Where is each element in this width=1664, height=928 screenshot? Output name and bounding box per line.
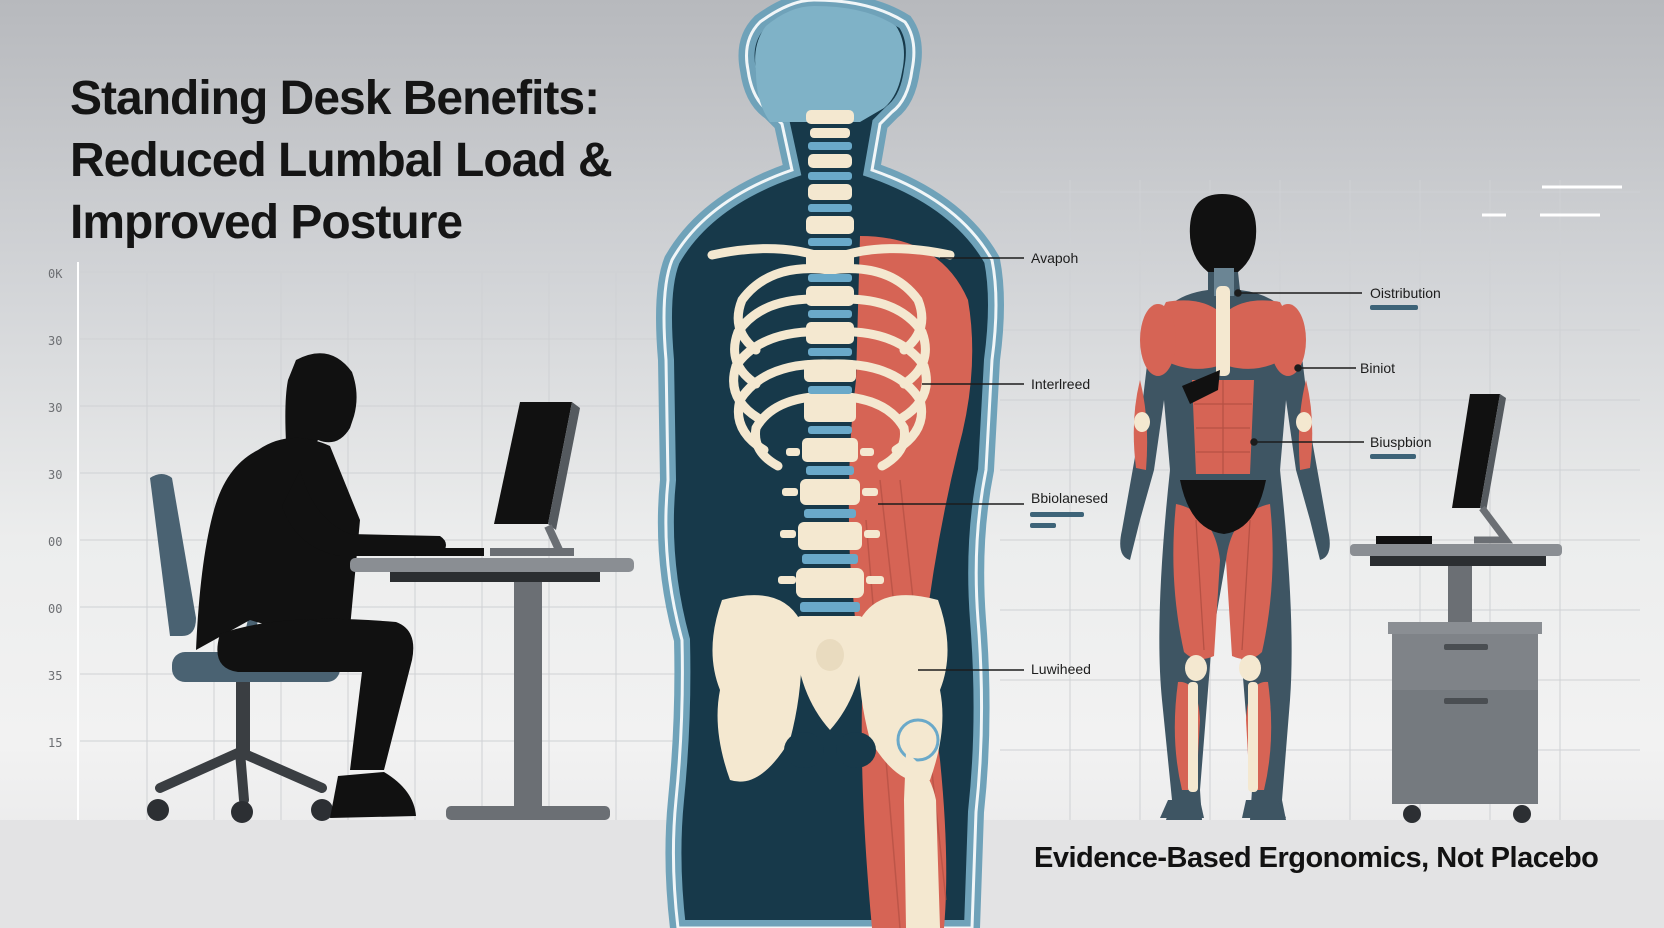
axis-tick: 30: [48, 401, 63, 415]
spine-callout-label: Avapoh: [1031, 250, 1079, 266]
body-callout-bars: [1370, 305, 1418, 459]
standing-desk-icon: [1350, 394, 1562, 823]
axis-tick: 15: [48, 736, 63, 750]
spine-callout-label: Bbiolanesed: [1031, 490, 1109, 506]
axis-tick: 30: [48, 468, 63, 482]
body-callout-label: Biniot: [1360, 360, 1396, 376]
pelvis: [712, 595, 948, 928]
muscle-figure-icon: [1120, 194, 1330, 820]
spine-callout-bars: [1030, 512, 1084, 528]
axis-tick: 30: [48, 334, 63, 348]
body-callout-label: Biuspbion: [1370, 434, 1432, 450]
body-callout-label: Oistribution: [1370, 285, 1441, 301]
title-line-3: Improved Posture: [70, 196, 463, 249]
axis-tick: 0K: [48, 267, 63, 281]
axis-tick: 00: [48, 602, 63, 616]
body-callout-lines: [1234, 289, 1364, 446]
title-line-2: Reduced Lumbal Load &: [70, 134, 613, 187]
spine-callout-lines: [878, 257, 1024, 671]
axis-tick: 00: [48, 535, 63, 549]
axis-tick: 35: [48, 669, 63, 683]
sitting-person-icon: [147, 353, 446, 823]
page-title: Standing Desk Benefits: Reduced Lumbal L…: [70, 68, 690, 254]
right-grid: [1000, 180, 1640, 820]
spine: [778, 110, 884, 638]
title-line-1: Standing Desk Benefits:: [70, 72, 600, 125]
spine-callout-label: Luwiheed: [1031, 661, 1091, 677]
skeleton-figure-icon: [656, 0, 1004, 928]
desk-monitor-icon: [350, 402, 634, 820]
footer-tagline: Evidence-Based Ergonomics, Not Placebo: [1034, 842, 1599, 874]
spine-callout-label: Interlreed: [1031, 376, 1091, 392]
legend-dashes: [1482, 185, 1622, 217]
